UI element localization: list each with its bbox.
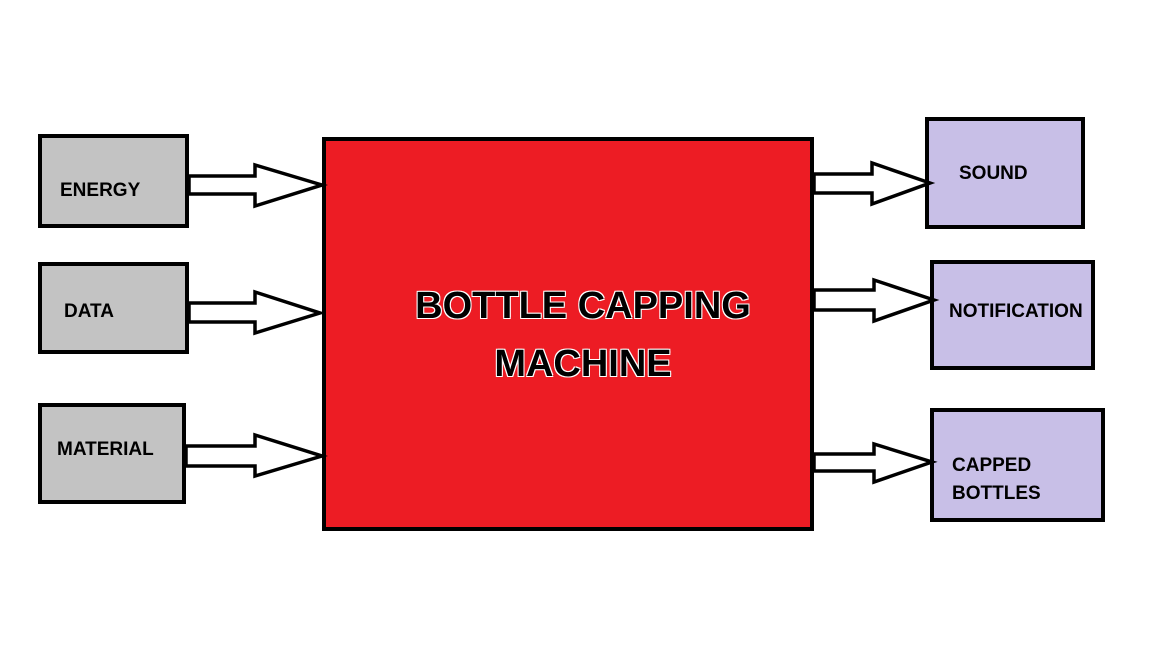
output-capped-bottles-label-line1: CAPPED xyxy=(952,455,1032,476)
output-notification-label: NOTIFICATION xyxy=(949,301,1083,322)
arrow-machine-to-notification xyxy=(812,277,940,324)
input-material-label: MATERIAL xyxy=(57,439,154,460)
machine-title: BOTTLE CAPPING MACHINE xyxy=(326,277,810,393)
machine-title-line1: BOTTLE CAPPING xyxy=(415,285,751,327)
arrow-data-to-machine xyxy=(187,289,326,336)
output-sound-box: SOUND xyxy=(925,117,1085,229)
arrow-machine-to-sound xyxy=(812,160,936,207)
input-data-label: DATA xyxy=(64,301,114,322)
output-sound-label: SOUND xyxy=(959,163,1028,184)
arrow-machine-to-capped-bottles xyxy=(812,441,938,485)
output-capped-bottles-label-line2: BOTTLES xyxy=(952,483,1041,504)
output-capped-bottles-box: CAPPED BOTTLES xyxy=(930,408,1105,522)
output-notification-box: NOTIFICATION xyxy=(930,260,1095,370)
input-energy-label: ENERGY xyxy=(60,180,141,201)
input-energy-box: ENERGY xyxy=(38,134,189,228)
arrow-material-to-machine xyxy=(184,432,328,479)
input-material-box: MATERIAL xyxy=(38,403,186,504)
machine-title-line2: MACHINE xyxy=(494,343,672,385)
bottle-capping-machine-block: BOTTLE CAPPING MACHINE xyxy=(322,137,814,531)
arrow-energy-to-machine xyxy=(187,162,328,209)
input-data-box: DATA xyxy=(38,262,189,354)
